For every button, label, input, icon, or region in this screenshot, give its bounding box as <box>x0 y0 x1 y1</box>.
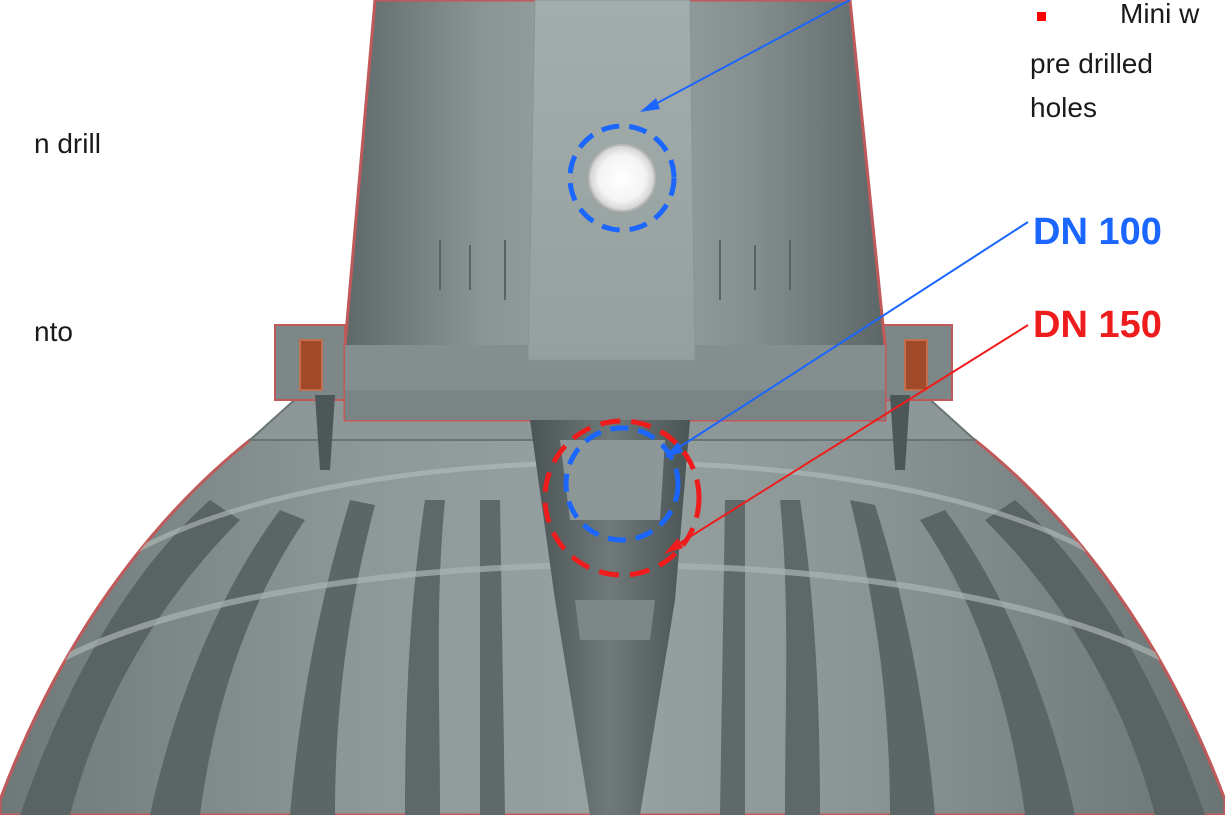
arrow-dn100 <box>664 221 1029 458</box>
left-text-line-1: n drill <box>34 128 101 159</box>
tank-ribs <box>0 460 1225 815</box>
blue-marker-upper <box>567 123 677 233</box>
neck-slots <box>439 240 791 300</box>
red-marker-dn150 <box>542 418 702 578</box>
label-dn150: DN 150 <box>1033 304 1162 346</box>
left-text-line-2: nto <box>34 316 73 347</box>
blue-marker-dn100 <box>563 425 681 543</box>
arrow-upper <box>640 0 851 112</box>
right-note-line-3: holes <box>1030 92 1097 123</box>
right-note-line-1: Mini w <box>1120 0 1200 29</box>
arrow-dn150 <box>664 324 1029 554</box>
right-note-line-2: pre drilled <box>1030 48 1153 79</box>
red-square-bullet-icon <box>1037 12 1046 21</box>
preformed-hole <box>588 144 656 212</box>
label-dn100: DN 100 <box>1033 211 1162 253</box>
